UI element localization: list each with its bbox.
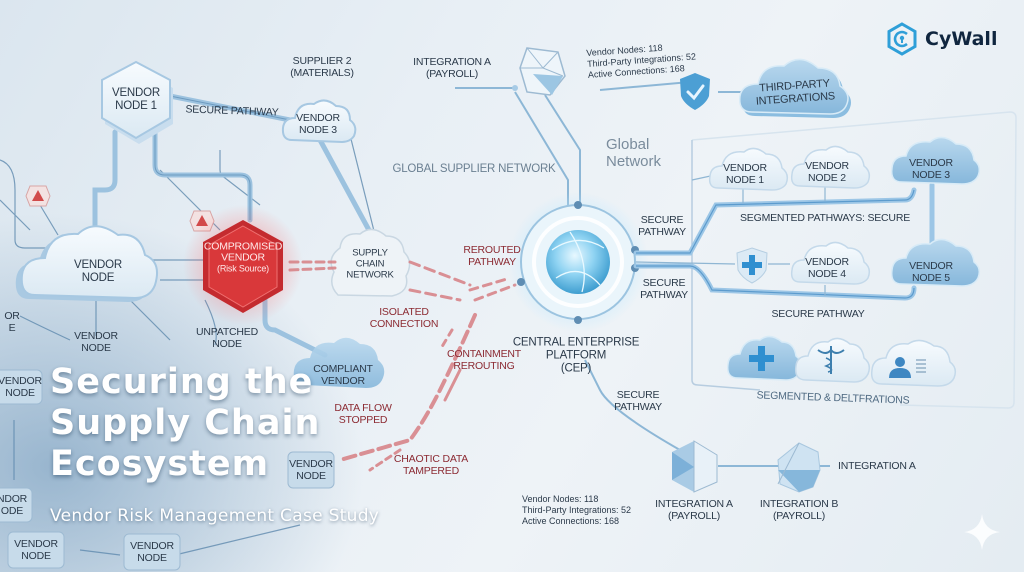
caduceus-icon [794,337,871,383]
title-line-3: Ecosystem [50,444,270,484]
compromised-vendor-label: COMPROMISED VENDOR (Risk Source) [203,240,283,275]
brand-name: CyWall [925,28,998,50]
warning-icon [25,185,51,207]
integration-a-top-label: INTEGRATION A(PAYROLL) [413,56,491,80]
integration-a-tag-label: INTEGRATION A [838,460,916,472]
vendor-node-1-hexagon [101,60,173,144]
vendor-node-3-cloud [281,99,357,144]
title-line-2: Supply Chain [50,403,321,443]
right-vendor-clouds [708,136,981,287]
title-line-1: Securing the [50,362,314,402]
sparkle-icon [964,514,1000,550]
secure-pathway-right-label: SECURE PATHWAY [771,308,865,320]
global-supplier-network-label: GLOBAL SUPPLIER NETWORK [392,163,556,175]
compromised-vendor-hexagon [203,220,283,313]
compliant-vendor-cloud [293,337,385,388]
medical-cross-icon [726,335,803,381]
id-card-icon [870,339,957,387]
vendor-node-cloud [15,225,158,302]
compromised-line-2: VENDOR [221,251,265,264]
integration-a-payroll-icon [672,440,718,493]
compromised-line-1: COMPROMISED [203,240,283,253]
stats-bottom: Vendor Nodes: 118 Third-Party Integratio… [522,494,631,527]
third-party-integrations-cloud [739,58,851,118]
integration-b-payroll-icon [777,442,821,493]
vendor-node-boxes [0,369,335,571]
hero-subtitle: Vendor Risk Management Case Study [50,506,380,526]
stat-connections: Active Connections: 168 [522,516,620,526]
shield-check-icon [680,73,710,110]
compromised-line-3: (Risk Source) [217,263,269,274]
segmented-pathways-label: SEGMENTED PATHWAYS: SECURE [739,212,911,224]
integration-a-payroll-label: INTEGRATION A(PAYROLL) [655,498,733,522]
stat-integrations: Third-Party Integrations: 52 [522,505,632,515]
integration-a-cube-icon [519,47,566,96]
supplier-2-label: SUPPLIER 2(MATERIALS) [290,55,354,79]
cywall-logo-icon [887,22,917,56]
integration-b-payroll-label: INTEGRATION B(PAYROLL) [759,498,839,522]
brand-logo: CyWall [885,22,997,56]
hero-title: Securing the Supply Chain Ecosystem [50,362,320,485]
cep-globe-icon [546,230,610,294]
stat-vendor-nodes: Vendor Nodes: 118 [522,494,599,504]
shield-plus-icon [736,247,768,284]
